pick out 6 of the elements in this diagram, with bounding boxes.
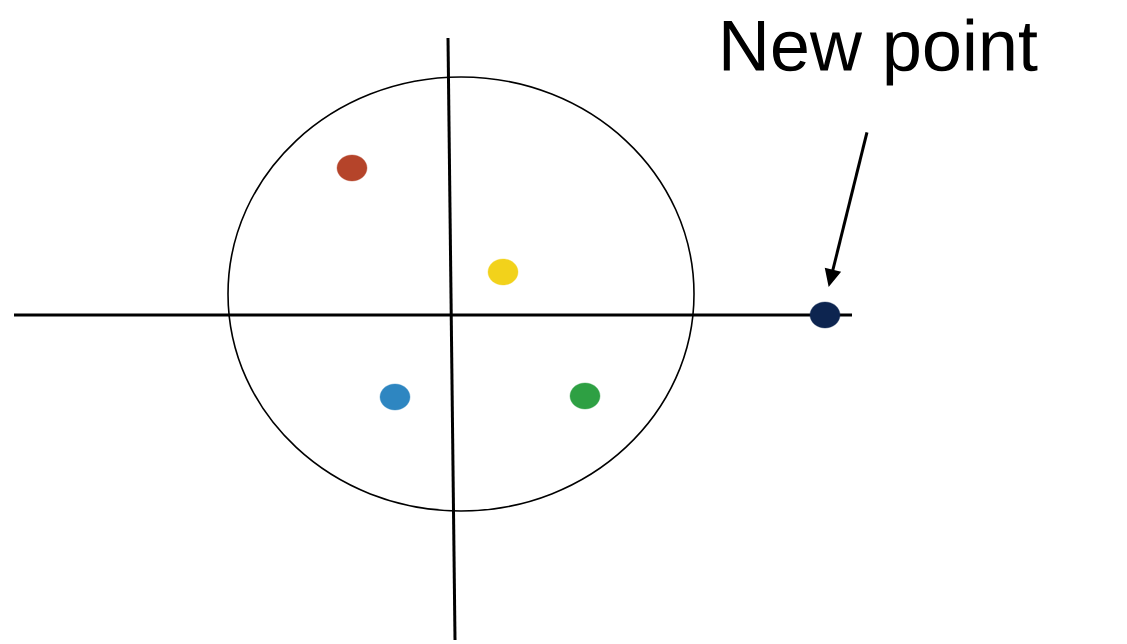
data-point — [809, 301, 841, 329]
data-point — [487, 258, 519, 286]
data-point — [569, 382, 601, 410]
data-point — [336, 154, 368, 182]
point-label: New point — [723, 18, 1038, 86]
data-point — [379, 383, 411, 411]
